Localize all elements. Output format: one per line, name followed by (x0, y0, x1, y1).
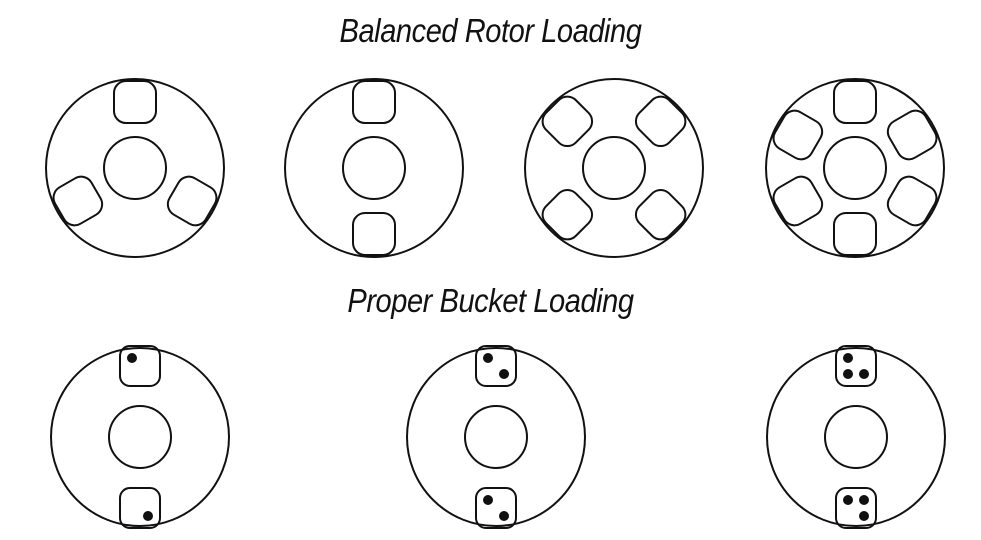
proper-bucket-title: Proper Bucket Loading (347, 282, 634, 319)
rotor-bucket (833, 212, 877, 256)
rotor-bucket (166, 175, 218, 227)
rotor-bucket (113, 80, 157, 124)
tube-dot (143, 511, 153, 521)
tube-dot (843, 353, 853, 363)
rotor-bucket (772, 109, 824, 161)
rotor-hub (823, 136, 887, 200)
rotor-bucket (475, 487, 517, 529)
tube-dot (499, 369, 509, 379)
rotor-bucket (541, 95, 594, 148)
tube-dot (859, 511, 869, 521)
rotor-hub (582, 136, 646, 200)
bucket-rotor-1 (50, 347, 230, 527)
rotor-2 (284, 78, 464, 258)
tube-dot (859, 369, 869, 379)
tube-dot (483, 495, 493, 505)
tube-dot (843, 369, 853, 379)
tube-dot (859, 495, 869, 505)
bucket-rotor-3 (766, 347, 946, 527)
rotor-bucket (352, 212, 396, 256)
rotor-hub (103, 136, 167, 200)
rotor-bucket (634, 95, 687, 148)
rotor-hub (464, 405, 528, 469)
rotor-bucket (52, 175, 104, 227)
rotor-bucket (475, 345, 517, 387)
tube-dot (499, 511, 509, 521)
rotor-bucket (541, 188, 594, 241)
balanced-rotor-title: Balanced Rotor Loading (339, 12, 642, 49)
rotor-bucket (835, 487, 877, 529)
rotor-bucket (886, 109, 938, 161)
rotor-1 (45, 78, 225, 258)
rotor-bucket (119, 487, 161, 529)
tube-dot (843, 495, 853, 505)
rotor-hub (824, 405, 888, 469)
rotor-bucket (886, 175, 938, 227)
rotor-hub (342, 136, 406, 200)
rotor-bucket (352, 80, 396, 124)
rotor-3 (524, 78, 704, 258)
rotor-bucket (772, 175, 824, 227)
rotor-4 (765, 78, 945, 258)
rotor-hub (108, 405, 172, 469)
tube-dot (483, 353, 493, 363)
rotor-bucket (835, 345, 877, 387)
tube-dot (127, 353, 137, 363)
rotor-bucket (634, 188, 687, 241)
rotor-bucket (833, 80, 877, 124)
rotor-bucket (119, 345, 161, 387)
bucket-rotor-2 (406, 347, 586, 527)
